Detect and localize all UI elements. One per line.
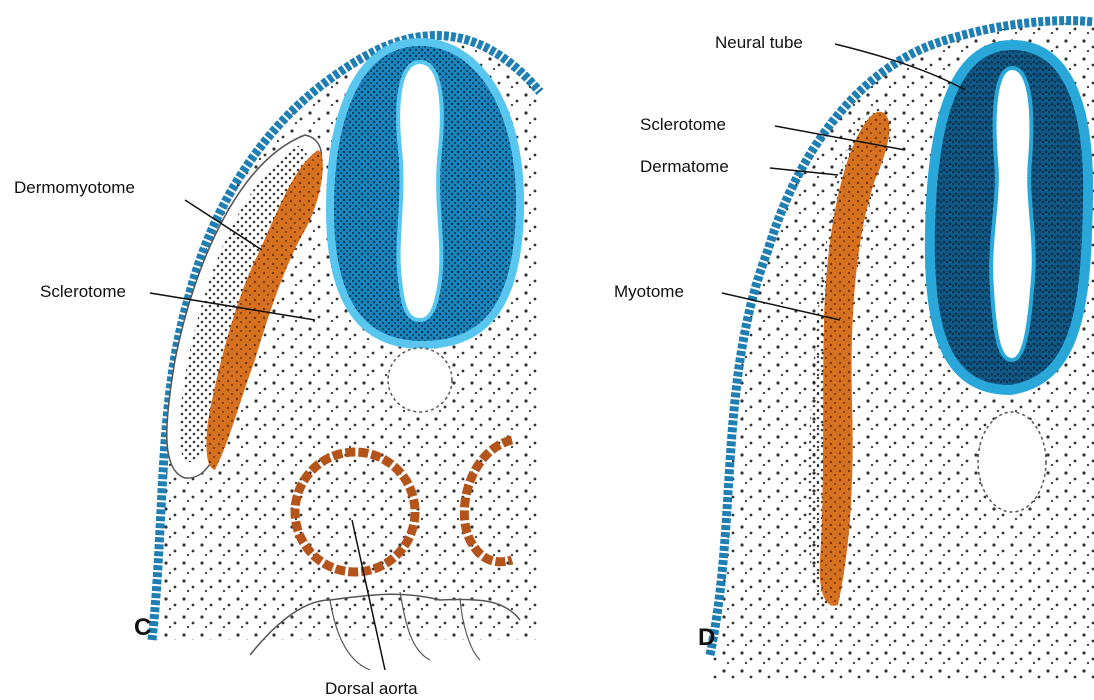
label-sclerotome-d: Sclerotome [640,115,726,134]
label-dermomyotome: Dermomyotome [14,178,135,197]
panel-letter-d: D [698,624,715,651]
panel-c-notochord [388,348,452,412]
label-dorsal-aorta: Dorsal aorta [325,679,418,698]
label-neural-tube: Neural tube [715,33,803,52]
panel-c-neural-canal [398,62,442,320]
label-sclerotome-c: Sclerotome [40,282,126,301]
panel-letter-c: C [134,614,151,641]
panel-d-neural-canal [991,68,1034,360]
panel-c: Dermomyotome Sclerotome Dorsal aorta C [14,36,540,699]
label-dermatome: Dermatome [640,157,729,176]
panel-d-notochord [978,412,1046,512]
panel-d: Neural tube Sclerotome Dermatome Myotome… [614,21,1094,680]
label-myotome: Myotome [614,282,684,301]
